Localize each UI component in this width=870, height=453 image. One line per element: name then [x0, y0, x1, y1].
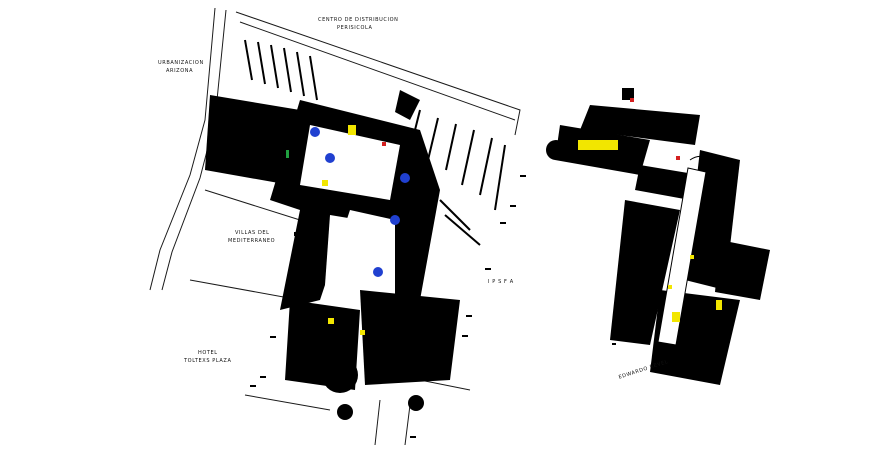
label-mediterraneo: MEDITERRANEO: [228, 238, 276, 244]
label-centro-distribucion: CENTRO DE DISTRIBUCION: [318, 17, 399, 23]
label-ipsfa: I P S F A: [488, 279, 514, 285]
right-corridor: [657, 155, 713, 346]
detail-marks: [250, 175, 620, 438]
label-villas-del: VILLAS DEL: [235, 230, 270, 236]
perimeter-roads: [149, 7, 521, 446]
label-urbanizacion: URBANIZACION: [158, 60, 204, 66]
main-highlights: [286, 125, 386, 335]
label-hotel: HOTEL: [198, 350, 218, 356]
label-perisicola: PERISICOLA: [337, 25, 373, 31]
right-highlights: [578, 98, 722, 322]
label-toltexs-plaza: TOLTEXS PLAZA: [184, 358, 232, 364]
parking-rows: [244, 39, 506, 246]
label-arizona: ARIZONA: [166, 68, 194, 74]
